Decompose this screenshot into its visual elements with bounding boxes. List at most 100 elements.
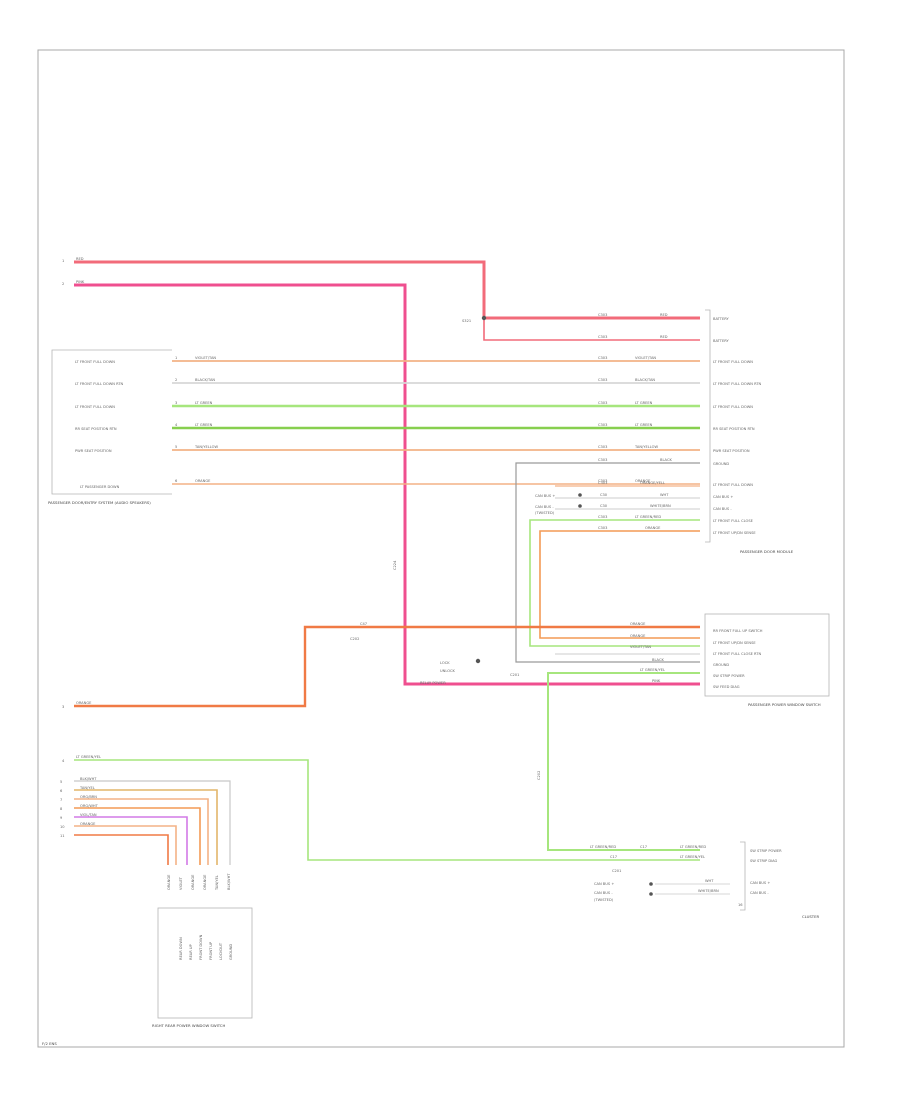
svg-text:BATTERY: BATTERY <box>713 339 730 343</box>
svg-text:ORANGE: ORANGE <box>630 634 646 638</box>
svg-text:9: 9 <box>60 816 63 820</box>
svg-text:ORANGE: ORANGE <box>635 479 651 483</box>
svg-text:C303: C303 <box>598 313 607 317</box>
svg-text:LT GREEN/RED: LT GREEN/RED <box>680 845 706 849</box>
svg-text:LT FRONT UP/DN SENSE: LT FRONT UP/DN SENSE <box>713 641 756 645</box>
svg-text:WHT: WHT <box>705 879 714 883</box>
svg-text:REAR DOWN: REAR DOWN <box>179 937 183 960</box>
svg-text:1: 1 <box>62 259 64 263</box>
diagram-frame <box>37 49 845 1048</box>
wire-tan-b2 <box>74 789 218 865</box>
svg-text:C303: C303 <box>598 335 607 339</box>
svg-text:7: 7 <box>60 798 62 802</box>
svg-text:LT FRONT FULL DOWN: LT FRONT FULL DOWN <box>75 360 115 364</box>
svg-text:FRONT UP: FRONT UP <box>209 941 213 960</box>
svg-text:ORANGE: ORANGE <box>645 526 661 530</box>
right-top-module-outline <box>705 309 711 543</box>
svg-text:LT GREEN/YEL: LT GREEN/YEL <box>680 855 705 859</box>
svg-text:LT GREEN: LT GREEN <box>195 423 213 427</box>
svg-text:16: 16 <box>738 903 743 907</box>
svg-text:LT GREEN: LT GREEN <box>635 423 653 427</box>
wire-orange-b6 <box>74 825 177 865</box>
svg-text:C201: C201 <box>510 673 519 677</box>
wire-orange-b3 <box>74 798 209 865</box>
svg-text:VIOLET/TAN: VIOLET/TAN <box>635 356 656 360</box>
svg-text:5: 5 <box>175 445 177 449</box>
svg-text:SW STRIP POWER: SW STRIP POWER <box>750 849 782 853</box>
left-top-module: LT FRONT FULL DOWN LT FRONT FULL DOWN RT… <box>48 349 172 505</box>
svg-text:C303: C303 <box>598 401 607 405</box>
right-mid-module-outline <box>704 613 830 697</box>
svg-text:RELAY POWER: RELAY POWER <box>420 681 446 685</box>
rear-window-switch-bundle: BLK/WHT TAN/YEL ORG/BRN ORG/WHT VIOL/TAN… <box>60 777 253 1028</box>
signal-bundle-lower: C303 BLACK C303 ORANGE/YELL C30 WHT C30 … <box>515 458 700 663</box>
svg-text:RED: RED <box>660 335 668 339</box>
right-mid-module-label: PASSENGER POWER WINDOW SWITCH <box>748 702 821 707</box>
svg-text:8: 8 <box>60 807 63 811</box>
cluster-module: SW STRIP POWER SW STRIP DIAG CAN BUS + C… <box>738 841 819 919</box>
cluster-dot-1 <box>649 882 653 886</box>
svg-text:5: 5 <box>60 780 62 784</box>
right-top-module: BATTERY BATTERY LT FRONT FULL DOWN LT FR… <box>705 309 794 554</box>
svg-text:ORANGE/YELL: ORANGE/YELL <box>640 481 665 485</box>
svg-text:ORANGE: ORANGE <box>191 874 195 890</box>
svg-text:6: 6 <box>175 479 178 483</box>
svg-text:BLACK/TAN: BLACK/TAN <box>635 378 655 382</box>
svg-text:LT FRONT FULL DOWN: LT FRONT FULL DOWN <box>75 405 115 409</box>
svg-text:CAN BUS +: CAN BUS + <box>713 495 733 499</box>
svg-text:(TWISTED): (TWISTED) <box>594 898 614 902</box>
svg-text:C303: C303 <box>598 356 607 360</box>
right-top-module-label: PASSENGER DOOR MODULE <box>740 549 794 554</box>
svg-text:UNLOCK: UNLOCK <box>440 669 456 673</box>
svg-text:C303: C303 <box>598 423 607 427</box>
svg-text:SW STRIP POWER: SW STRIP POWER <box>713 674 745 678</box>
svg-text:VIOL/TAN: VIOL/TAN <box>80 813 97 817</box>
svg-text:C303: C303 <box>598 479 607 483</box>
wire-red-battery <box>74 260 700 320</box>
cluster-feed-wires: LT GREEN/YEL 4 LT GREEN/RED C17 C17 LT G… <box>62 755 730 902</box>
svg-text:C303: C303 <box>598 378 607 382</box>
svg-text:CAN BUS -: CAN BUS - <box>713 507 732 511</box>
svg-text:PINK: PINK <box>76 280 85 284</box>
signal-bundle-top: 1 2 3 4 5 6 VIOLET/TAN BLACK/TAN LT GREE… <box>172 356 700 485</box>
svg-text:C303: C303 <box>598 526 607 530</box>
svg-text:4: 4 <box>175 423 178 427</box>
svg-text:SW FEED DIAG: SW FEED DIAG <box>713 685 740 689</box>
svg-text:BLK/WHT: BLK/WHT <box>80 777 97 781</box>
wire-orange-b7 <box>74 834 169 865</box>
svg-text:PWR SEAT POSITION: PWR SEAT POSITION <box>713 449 750 453</box>
power-feed-wires <box>74 260 700 686</box>
svg-text:C202: C202 <box>350 637 359 641</box>
svg-text:C303: C303 <box>598 515 607 519</box>
wire-green-loop <box>529 519 700 647</box>
wire-gray-ground <box>515 462 700 663</box>
svg-text:BLACK: BLACK <box>652 658 664 662</box>
svg-text:ORANGE: ORANGE <box>203 874 207 890</box>
svg-text:(TWISTED): (TWISTED) <box>535 511 555 515</box>
wire-gray-b1 <box>74 780 231 865</box>
svg-text:6: 6 <box>60 789 63 793</box>
svg-text:GROUND: GROUND <box>229 944 233 960</box>
splice-label-1: S321 <box>462 319 471 323</box>
svg-text:RR SEAT POSITION RTN: RR SEAT POSITION RTN <box>713 427 755 431</box>
svg-text:C17: C17 <box>610 855 617 859</box>
svg-text:ORANGE: ORANGE <box>167 874 171 890</box>
svg-text:WHITE/BRN: WHITE/BRN <box>650 504 671 508</box>
rear-window-switch-label: RIGHT REAR POWER WINDOW SWITCH <box>152 1023 225 1028</box>
can-bus-dot-1 <box>578 493 582 497</box>
svg-text:LT GREEN/RED: LT GREEN/RED <box>635 515 661 519</box>
svg-text:2: 2 <box>62 282 64 286</box>
svg-text:LT FRONT FULL DOWN: LT FRONT FULL DOWN <box>713 405 753 409</box>
svg-text:PWR SEAT POSITION: PWR SEAT POSITION <box>75 449 112 453</box>
svg-text:C303: C303 <box>598 481 607 485</box>
svg-text:LT FRONT FULL DOWN RTN: LT FRONT FULL DOWN RTN <box>713 382 762 386</box>
svg-text:TAN/YELLOW: TAN/YELLOW <box>194 445 218 449</box>
svg-text:LT PASSENGER DOWN: LT PASSENGER DOWN <box>80 485 120 489</box>
left-top-module-label: PASSENGER DOOR/ENTRY SYSTEM (AUDIO SPEAK… <box>48 500 151 505</box>
svg-text:GROUND: GROUND <box>713 663 729 667</box>
svg-text:C30: C30 <box>600 504 608 508</box>
svg-text:ORG/WHT: ORG/WHT <box>80 804 99 808</box>
svg-text:VIOLET/TAN: VIOLET/TAN <box>630 645 651 649</box>
svg-text:C224: C224 <box>393 560 397 570</box>
svg-text:C202: C202 <box>537 771 541 780</box>
